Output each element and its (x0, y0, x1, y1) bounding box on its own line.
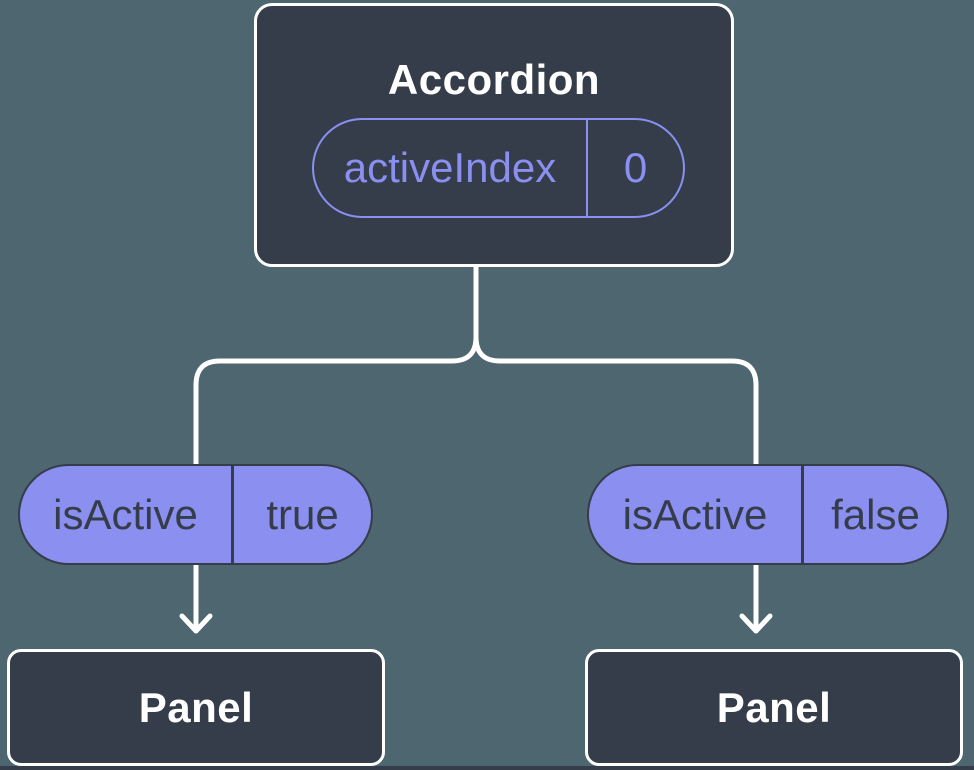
accordion-node: Accordion activeIndex 0 (254, 3, 734, 267)
prop-pill-isactive-true: isActive true (18, 464, 373, 565)
state-pill: activeIndex 0 (312, 118, 685, 218)
bottom-edge-strip (0, 766, 974, 770)
arrow-down-icon (739, 613, 773, 634)
prop-name: isActive (20, 466, 234, 563)
arrow-down-icon (179, 613, 213, 634)
state-value: 0 (623, 144, 648, 191)
prop-name: isActive (589, 466, 804, 563)
panel-node-right: Panel (585, 649, 963, 766)
prop-pill-isactive-false: isActive false (587, 464, 949, 565)
prop-value: true (266, 490, 339, 538)
connector-left-branch (193, 260, 479, 630)
state-name: activeIndex (314, 120, 588, 216)
panel-node-title: Panel (138, 683, 254, 731)
panel-node-left: Panel (7, 649, 385, 766)
connector-right-branch (473, 260, 759, 630)
prop-value: false (831, 490, 920, 538)
accordion-node-title: Accordion (387, 56, 601, 103)
panel-node-title: Panel (716, 683, 832, 731)
